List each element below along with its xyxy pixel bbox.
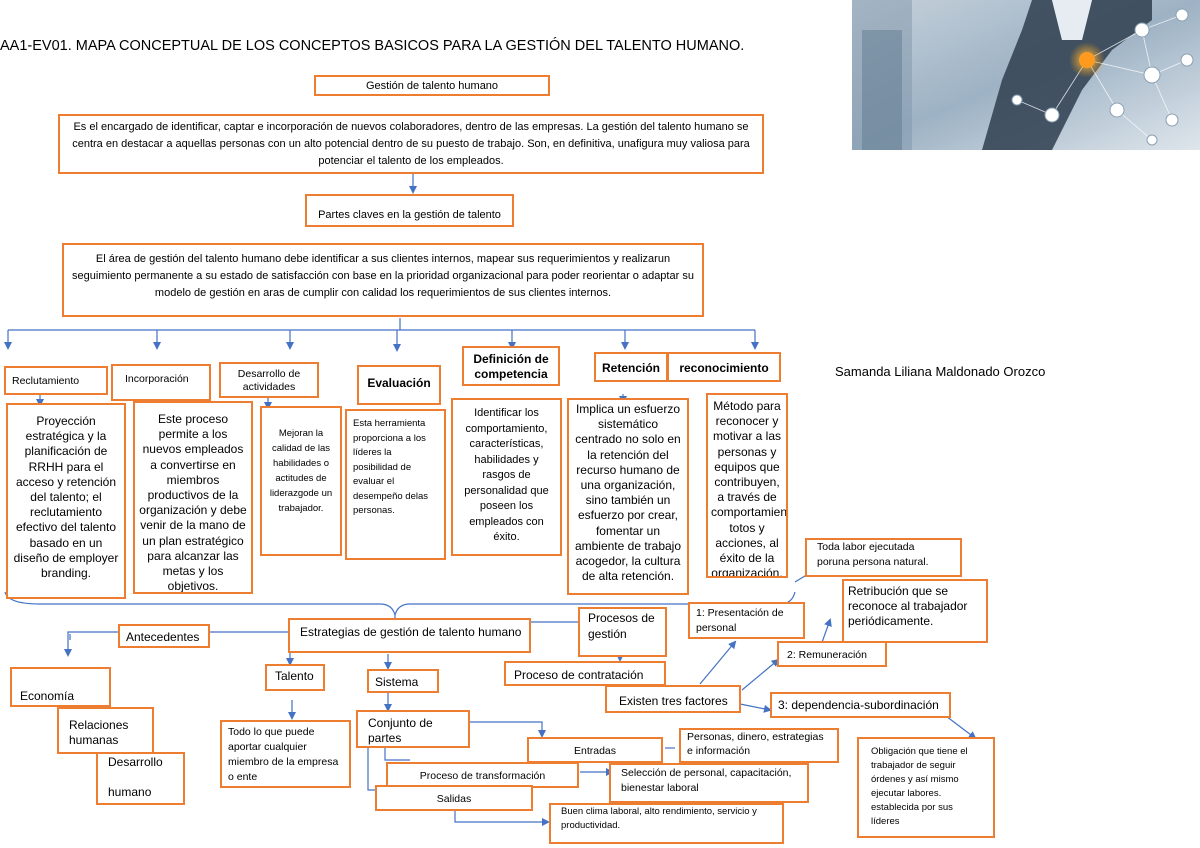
label-evaluacion: Evaluación: [357, 365, 441, 405]
desarrollo-humano-line1: Desarrollo: [108, 755, 163, 769]
factor-3-text: Obligación que tiene el trabajador de se…: [857, 737, 995, 838]
text-reclutamiento: Proyección estratégica y la planificació…: [6, 403, 126, 599]
talento-text: Todo lo que puede aportar cualquier miem…: [220, 720, 351, 788]
author-name: Samanda Liliana Maldonado Orozco: [835, 364, 1046, 379]
desarrollo-humano-node: Desarrollo humano: [96, 752, 185, 805]
root-node: Gestión de talento humano: [314, 75, 550, 96]
text-desarrollo: Mejoran la calidad de las habilidades o …: [260, 406, 342, 556]
factor-2-text: Retribución que se reconoce al trabajado…: [842, 579, 988, 643]
label-competencia: Definición de competencia: [462, 346, 560, 386]
talento-node: Talento: [265, 664, 325, 691]
network-people-image: [852, 0, 1200, 150]
label-desarrollo: Desarrollo de actividades: [219, 362, 319, 398]
salidas-node: Salidas: [375, 785, 533, 811]
strategies-node: Estrategias de gestión de talento humano: [288, 618, 531, 653]
factores-node: Existen tres factores: [605, 685, 741, 713]
text-reconocimiento: Método para reconocer y motivar a las pe…: [706, 393, 788, 578]
factor-3-node: 3: dependencia-subordinación: [770, 692, 951, 718]
page-title: AA1-EV01. MAPA CONCEPTUAL DE LOS CONCEPT…: [0, 38, 745, 54]
text-evaluacion: Esta herramienta proporciona a los líder…: [345, 409, 446, 560]
procesos-node: Procesos de gestión: [578, 607, 667, 657]
area-node: El área de gestión del talento humano de…: [62, 243, 704, 317]
factor-2-node: 2: Remuneración: [777, 641, 887, 667]
contratacion-node: Proceso de contratación: [504, 661, 666, 686]
label-reconocimiento: reconocimiento: [667, 352, 781, 382]
text-incorporacion: Este proceso permite a los nuevos emplea…: [133, 401, 253, 594]
entradas-text: Personas, dinero, estrategias e informac…: [679, 728, 839, 763]
text-competencia: Identificar los comportamiento, caracter…: [451, 398, 562, 556]
arrow-f3: [739, 703, 772, 713]
transformacion-text: Selección de personal, capacitación, bie…: [609, 763, 809, 803]
conjunto-node: Conjunto de partes: [356, 710, 470, 748]
relaciones-node: Relaciones humanas: [57, 707, 154, 754]
key-parts-node: Partes claves en la gestión de talento h…: [305, 194, 514, 227]
label-reclutamiento: Reclutamiento: [4, 366, 108, 395]
arrow-f2: [741, 658, 780, 691]
desarrollo-humano-line2: humano: [108, 785, 152, 799]
transformacion-node: Proceso de transformación: [386, 762, 579, 788]
label-retencion: Retención: [594, 352, 668, 382]
definition-node: Es el encargado de identificar, captar e…: [58, 114, 764, 174]
text-retencion: Implica un esfuerzo sistemático centrado…: [567, 398, 689, 595]
label-incorporacion: Incorporación: [111, 364, 211, 401]
arrow-f1: [699, 640, 737, 685]
salidas-text: Buen clima laboral, alto rendimiento, se…: [549, 803, 784, 844]
entradas-node: Entradas: [527, 737, 663, 763]
factor-1-text: Toda labor ejecutada poruna persona natu…: [805, 538, 962, 577]
factor-1-node: 1: Presentación de personal: [688, 602, 805, 639]
economia-node: Economía: [10, 667, 111, 707]
sistema-node: Sistema: [367, 669, 439, 693]
antecedentes-node: Antecedentes: [118, 624, 210, 648]
